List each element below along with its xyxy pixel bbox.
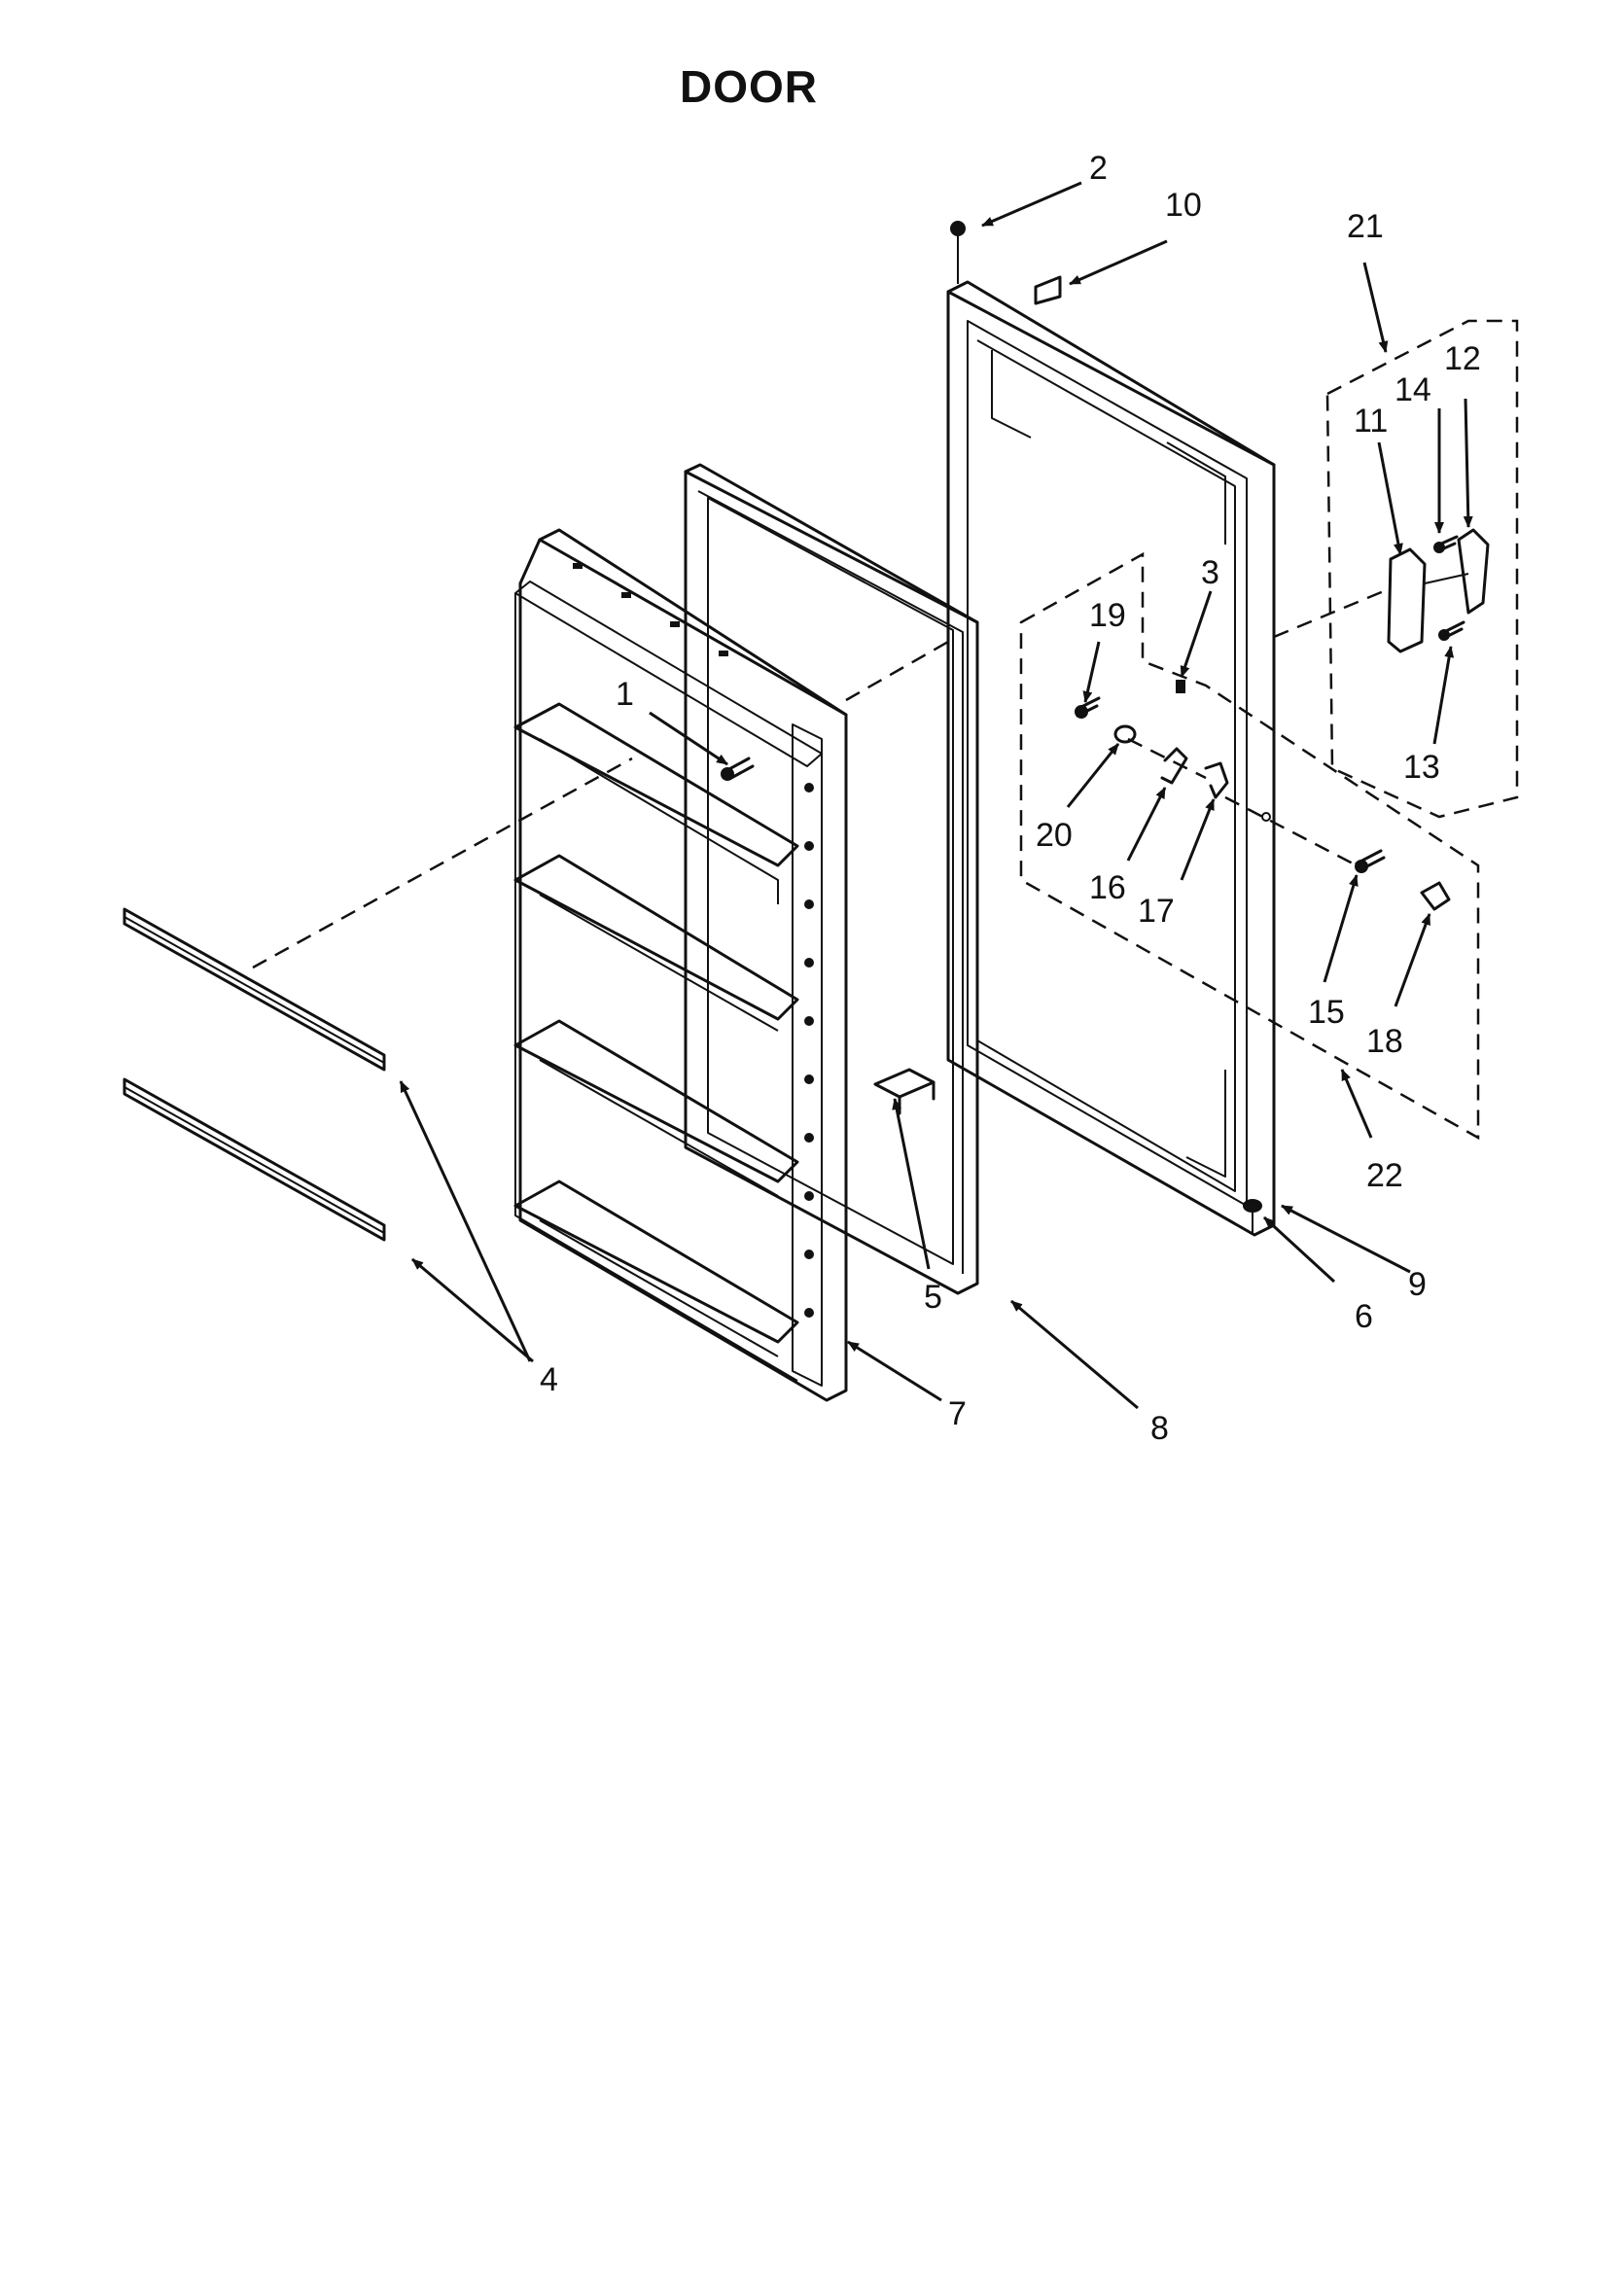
door-gasket — [684, 463, 979, 1295]
callout-10: 10 — [1165, 187, 1202, 224]
callout-19: 19 — [1089, 597, 1126, 634]
callout-20: 20 — [1036, 817, 1073, 854]
callout-6: 6 — [1355, 1298, 1373, 1335]
callout-12: 12 — [1444, 340, 1481, 377]
callout-5: 5 — [924, 1279, 942, 1316]
callout-3: 3 — [1201, 554, 1219, 591]
callout-11: 11 — [1354, 403, 1388, 440]
callout-17: 17 — [1138, 893, 1175, 930]
outer-door-panel — [946, 280, 1276, 1237]
shelf-rails — [123, 907, 386, 1242]
door-liner — [513, 528, 848, 1402]
callout-21: 21 — [1347, 208, 1384, 245]
callout-18: 18 — [1366, 1023, 1403, 1060]
callout-22: 22 — [1366, 1157, 1403, 1194]
callout-1: 1 — [616, 676, 634, 713]
callout-14: 14 — [1395, 371, 1431, 408]
callout-8: 8 — [1150, 1410, 1169, 1447]
callout-7: 7 — [948, 1395, 967, 1432]
callout-4: 4 — [540, 1361, 558, 1398]
callout-15: 15 — [1308, 994, 1345, 1031]
assembly-outlines — [252, 319, 1519, 1141]
callout-arrows — [399, 181, 1473, 1410]
callout-9: 9 — [1408, 1266, 1427, 1303]
small-parts — [721, 221, 1490, 1233]
callout-13: 13 — [1403, 749, 1440, 786]
callout-labels: 1 2 3 4 5 6 7 8 9 10 11 12 13 14 15 16 1… — [540, 150, 1481, 1447]
callout-2: 2 — [1089, 150, 1108, 187]
diagram-title: DOOR — [680, 61, 818, 112]
callout-16: 16 — [1089, 869, 1126, 906]
